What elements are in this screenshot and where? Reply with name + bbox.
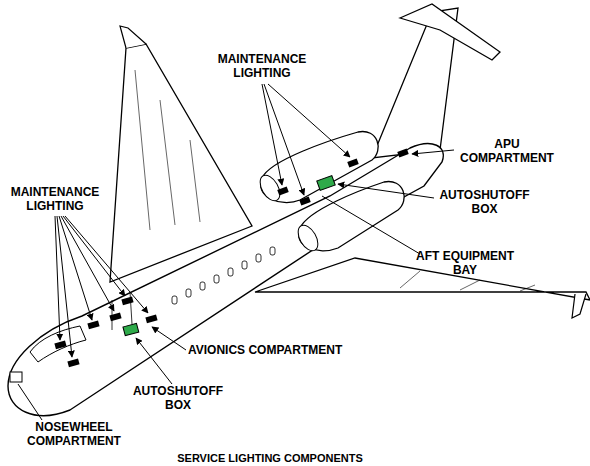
light-symbol (347, 158, 358, 167)
window (228, 268, 233, 276)
part-label: AUTOSHUTOFF BOX (432, 188, 537, 216)
engine-intake (294, 222, 322, 254)
far-winglet (120, 26, 146, 48)
maintenance-lights (54, 148, 408, 367)
light-symbol (54, 341, 66, 350)
engine-intake (256, 172, 284, 204)
window (200, 282, 205, 290)
nosewheel-light (10, 372, 22, 382)
light-symbol (145, 315, 157, 324)
light-symbol (87, 321, 99, 330)
leader-line (18, 384, 42, 420)
light-symbol (299, 196, 310, 205)
window (186, 289, 191, 297)
near-winglet (572, 294, 586, 318)
window (214, 275, 219, 283)
wing-panel-line (135, 70, 200, 230)
light-symbol (277, 186, 288, 195)
leader-lines (18, 84, 454, 420)
leader-line (264, 84, 304, 195)
near-wing (255, 258, 590, 300)
part-label: NOSEWHEEL COMPARTMENT (14, 420, 134, 448)
window (270, 247, 275, 255)
leader-line (322, 196, 420, 254)
part-label: MAINTENANCE LIGHTING (5, 185, 105, 213)
window (242, 261, 247, 269)
light-symbol (109, 313, 121, 322)
horizontal-stabilizer (400, 4, 500, 60)
part-label: APU COMPARTMENT (452, 137, 562, 165)
leader-line (136, 338, 172, 384)
leader-line (57, 216, 72, 357)
leader-line (63, 216, 125, 296)
autoshutoff-box (123, 323, 139, 335)
leader-line (262, 84, 282, 185)
window (256, 254, 261, 262)
leader-line (412, 150, 454, 154)
light-symbol (397, 148, 408, 157)
leader-line (65, 216, 148, 313)
leader-line (338, 184, 434, 198)
part-label: AUTOSHUTOFF BOX (128, 384, 228, 412)
window (172, 296, 177, 304)
part-label: AFT EQUIPMENT BAY (410, 249, 520, 277)
part-label: MAINTENANCE LIGHTING (212, 52, 312, 80)
cabin-windows (172, 247, 275, 304)
light-symbol (121, 297, 133, 306)
figure-caption: SERVICE LIGHTING COMPONENTS (150, 452, 390, 465)
part-label: AVIONICS COMPARTMENT (188, 343, 368, 357)
autoshutoff-box (317, 176, 335, 191)
light-symbol (67, 359, 79, 368)
leader-line (268, 84, 350, 157)
leader-line (152, 327, 186, 350)
cockpit-window (30, 326, 86, 362)
